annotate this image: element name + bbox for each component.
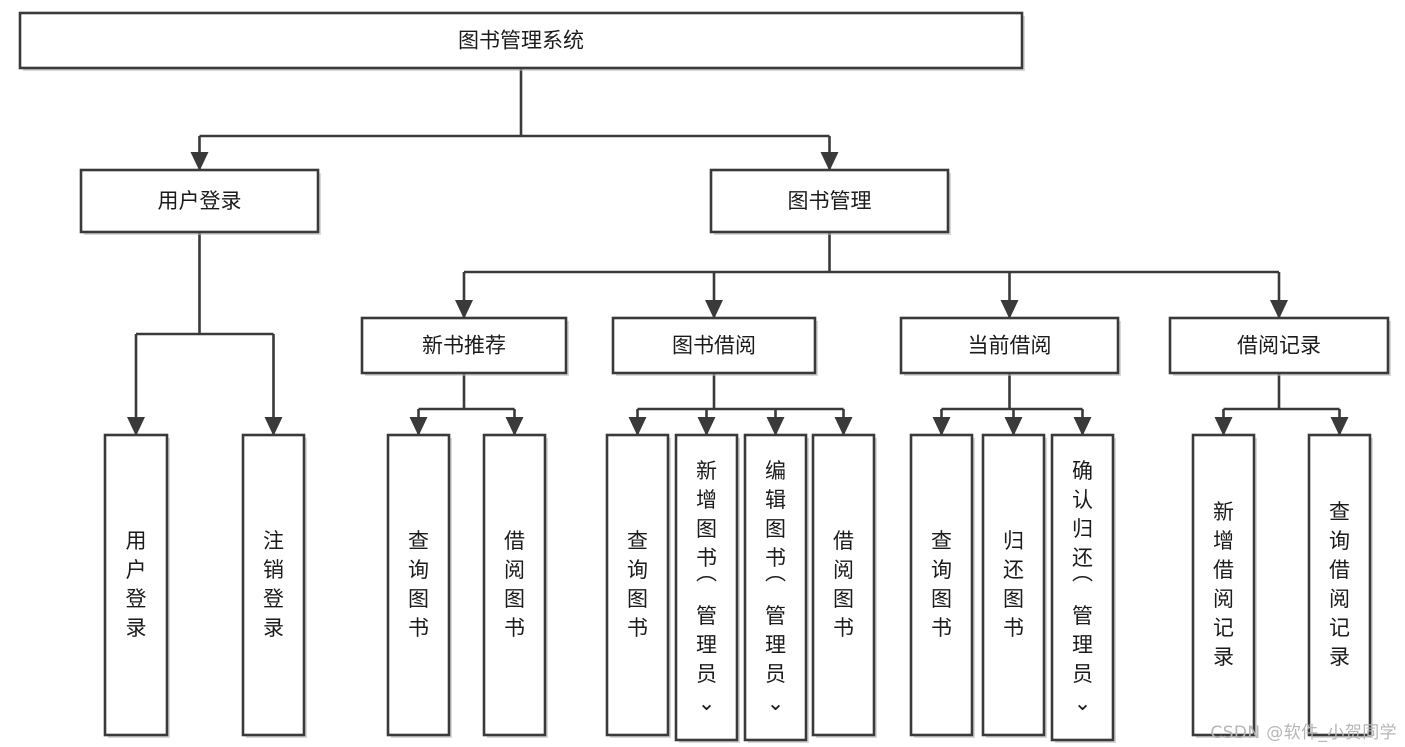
- node-edit-book-admin[interactable]: 编辑图书⌒管理员⌄: [743, 433, 809, 743]
- node-label: 图书借阅: [672, 334, 756, 358]
- node-box: [981, 433, 1046, 737]
- node-label: 借阅图书: [833, 529, 854, 640]
- node-label: 借阅图书: [504, 529, 525, 640]
- node-box: [743, 433, 808, 742]
- node-add-book-admin[interactable]: 新增图书⌒管理员⌄: [674, 433, 740, 743]
- node-box: [360, 316, 568, 375]
- arrow-head: [766, 417, 785, 436]
- node-label: 查询图书: [408, 529, 429, 640]
- node-box: [709, 168, 950, 234]
- arrow-head: [932, 417, 951, 436]
- arrow-head: [1004, 417, 1023, 436]
- node-current-borrow[interactable]: 当前借阅: [899, 316, 1121, 376]
- node-box: [241, 433, 306, 737]
- node-query-borrow-record[interactable]: 查询借阅记录: [1307, 433, 1373, 738]
- node-box: [18, 11, 1024, 70]
- node-box: [674, 433, 739, 742]
- node-box: [605, 433, 670, 737]
- node-book-borrow[interactable]: 图书借阅: [611, 316, 818, 376]
- node-label: 归还图书: [1003, 529, 1024, 640]
- node-add-borrow-record[interactable]: 新增借阅记录: [1191, 433, 1257, 738]
- arrow-head: [127, 417, 145, 436]
- arrow-head: [628, 417, 647, 436]
- node-label: 图书管理: [788, 189, 872, 213]
- node-box: [909, 433, 974, 737]
- node-label: 确认归还⌒管理员⌄: [1072, 459, 1093, 715]
- node-root[interactable]: 图书管理系统: [18, 11, 1025, 71]
- node-box: [1168, 316, 1390, 375]
- node-label: 注销登录: [263, 529, 284, 640]
- node-box: [482, 433, 547, 737]
- node-label: 新增图书⌒管理员⌄: [696, 459, 717, 715]
- node-return-book[interactable]: 归还图书: [981, 433, 1047, 738]
- node-label: 用户登录: [126, 529, 147, 640]
- arrow-head: [505, 417, 524, 436]
- node-label: 查询图书: [627, 529, 648, 640]
- node-box: [103, 433, 169, 737]
- arrow-head: [409, 417, 428, 436]
- arrow-head: [264, 417, 283, 436]
- node-box: [611, 316, 817, 375]
- connector-layer: [127, 68, 1349, 436]
- arrow-head: [455, 300, 473, 319]
- node-new-book-recommend[interactable]: 新书推荐: [360, 316, 569, 376]
- node-label: 当前借阅: [968, 334, 1052, 358]
- node-borrow-record[interactable]: 借阅记录: [1168, 316, 1391, 376]
- node-box: [1050, 433, 1115, 742]
- node-box: [79, 168, 320, 234]
- arrow-head: [705, 300, 723, 319]
- node-confirm-return-admin[interactable]: 确认归还⌒管理员⌄: [1050, 433, 1116, 743]
- node-label: 新书推荐: [422, 334, 506, 358]
- arrow-head: [1000, 300, 1019, 319]
- node-box: [1191, 433, 1256, 737]
- arrow-head: [820, 152, 839, 171]
- node-query-book-3[interactable]: 查询图书: [909, 433, 975, 738]
- node-label: 图书管理系统: [458, 29, 584, 53]
- node-label: 编辑图书⌒管理员⌄: [765, 459, 786, 715]
- node-box: [811, 433, 876, 737]
- node-label: 新增借阅记录: [1213, 500, 1234, 669]
- arrow-head: [1073, 417, 1092, 436]
- node-box: [899, 316, 1120, 375]
- node-borrow-book-2[interactable]: 借阅图书: [811, 433, 877, 738]
- arrow-head: [190, 152, 209, 171]
- arrow-head: [1270, 300, 1288, 319]
- node-user-login[interactable]: 用户登录: [79, 168, 321, 235]
- node-query-book-2[interactable]: 查询图书: [605, 433, 671, 738]
- node-user-login-do[interactable]: 用户登录: [103, 433, 170, 738]
- node-label: 查询借阅记录: [1329, 500, 1350, 669]
- node-layer: 图书管理系统用户登录图书管理用户登录注销登录新书推荐查询图书借阅图书图书借阅查询…: [18, 11, 1391, 743]
- node-borrow-book-1[interactable]: 借阅图书: [482, 433, 548, 738]
- arrow-head: [1330, 417, 1349, 436]
- node-label: 用户登录: [158, 189, 242, 213]
- node-box: [1307, 433, 1372, 737]
- node-label: 借阅记录: [1237, 334, 1321, 358]
- arrow-head: [697, 417, 716, 436]
- node-book-manage[interactable]: 图书管理: [709, 168, 951, 235]
- node-box: [386, 433, 451, 737]
- arrow-head: [1214, 417, 1233, 436]
- node-label: 查询图书: [931, 529, 952, 640]
- arrow-head: [834, 417, 853, 436]
- node-user-logout[interactable]: 注销登录: [241, 433, 307, 738]
- node-query-book-1[interactable]: 查询图书: [386, 433, 452, 738]
